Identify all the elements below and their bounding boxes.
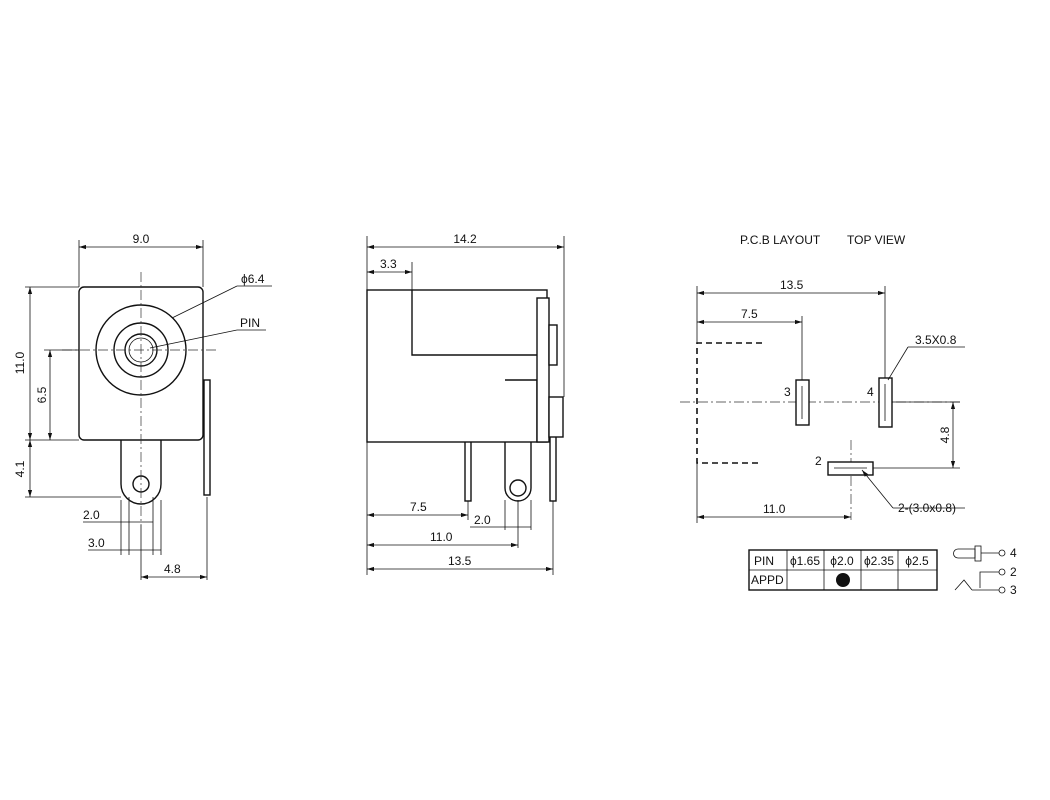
pin1-dim: 7.5	[410, 500, 427, 514]
pcb-pin-3: 3	[784, 385, 791, 399]
pcb-vertical-dim: 4.8	[938, 426, 952, 443]
pin-label: PIN	[240, 316, 260, 330]
pin-gap-dim: 2.0	[474, 513, 491, 527]
front-depth-dim: 3.3	[380, 257, 397, 271]
schematic: 4 2 3	[953, 545, 1017, 597]
offset-a-dim: 2.0	[83, 508, 100, 522]
pcb-pin-4: 4	[867, 385, 874, 399]
pcb-slot2-size: 2-(3.0x0.8)	[898, 501, 956, 515]
pcb-layout: P.C.B LAYOUT TOP VIEW 3 4 2 13.5 7.5 3.5…	[680, 233, 965, 523]
pcb-slot-3	[795, 379, 810, 426]
pin3-dim: 13.5	[448, 554, 472, 568]
schematic-contact	[954, 579, 973, 591]
side-lead	[203, 379, 211, 496]
pin-table-header-0: PIN	[754, 554, 774, 568]
side-tab-top	[548, 324, 558, 366]
side-lug-hole	[509, 479, 527, 497]
side-view: 14.2 3.3 7.5 2.0 11.0 13.5	[366, 232, 565, 575]
side-lead-left	[464, 437, 472, 502]
pin-table-header-3: ϕ2.35	[864, 554, 894, 568]
schematic-pin-3: 3	[1010, 583, 1017, 597]
pin-table-header-1: ϕ1.65	[790, 554, 820, 568]
side-tab-bottom	[548, 396, 564, 438]
bore-diameter-label: ϕ6.4	[241, 272, 265, 286]
pcb-bottom-dim: 11.0	[763, 502, 786, 516]
pin2-dim: 11.0	[430, 530, 453, 544]
front-view: 9.0 11.0 6.5 4.1 ϕ6.4 PIN 2.0	[13, 232, 272, 580]
pcb-slot-4	[878, 377, 893, 428]
pcb-first-dim: 7.5	[741, 307, 758, 321]
pin-table-row-label: APPD	[751, 573, 784, 587]
pcb-outline	[696, 342, 762, 464]
height-dim: 11.0	[13, 351, 27, 374]
pin-table: PIN ϕ1.65 ϕ2.0 ϕ2.35 ϕ2.5 APPD	[748, 549, 938, 591]
pcb-pin-2: 2	[815, 454, 822, 468]
pin-table-header-4: ϕ2.5	[905, 554, 929, 568]
width-dim: 9.0	[133, 232, 150, 246]
pin-height-dim: 4.1	[13, 460, 27, 477]
pcb-title: P.C.B LAYOUT	[740, 233, 821, 247]
side-step	[411, 290, 537, 356]
pin-table-header-2: ϕ2.0	[830, 554, 854, 568]
side-lead-right	[549, 429, 557, 502]
offset-b-dim: 3.0	[88, 536, 105, 550]
length-dim: 14.2	[453, 232, 477, 246]
pcb-total-dim: 13.5	[780, 278, 804, 292]
schematic-pin-2: 2	[1010, 565, 1017, 579]
center-height-dim: 6.5	[35, 386, 49, 403]
pcb-slot-2	[827, 461, 874, 476]
side-back-plate	[536, 297, 550, 443]
pin-table-selected-dot	[836, 573, 850, 587]
pin-leader	[149, 329, 238, 349]
pcb-view: TOP VIEW	[847, 233, 906, 247]
offset-c-dim: 4.8	[164, 562, 181, 576]
bore-leader	[171, 285, 238, 319]
side-housing	[366, 289, 548, 443]
schematic-plug	[953, 548, 976, 559]
schematic-pin-4: 4	[1010, 546, 1017, 560]
pcb-slot-size: 3.5X0.8	[915, 333, 957, 347]
